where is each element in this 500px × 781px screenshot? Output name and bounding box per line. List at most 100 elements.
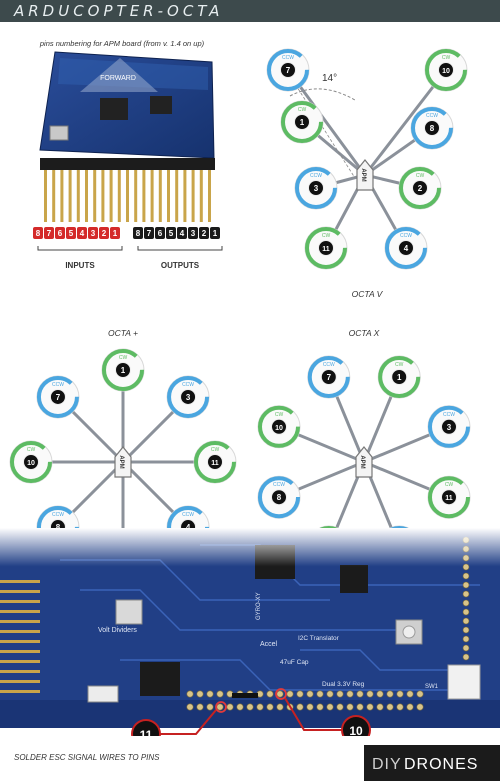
motor-2: 2CW (398, 166, 442, 210)
pin-number: 8 (36, 229, 41, 238)
motor-direction: CW (322, 233, 331, 239)
octa-plus-title: OCTA + (108, 328, 138, 338)
header-pin (109, 170, 113, 222)
frame-arm (286, 68, 367, 177)
octa-v-title: OCTA V (352, 289, 384, 299)
pcb-pad (186, 690, 194, 698)
pcb-pad (356, 703, 364, 711)
motor-hub (320, 369, 337, 386)
pin-number: 6 (158, 229, 163, 238)
pcb-pad (206, 703, 214, 711)
header-pins (44, 170, 211, 222)
pcb-pad (286, 690, 294, 698)
motor-1: 1CW (280, 100, 324, 144)
motor-hub (398, 240, 414, 256)
pin-number: 1 (113, 229, 118, 238)
pcb-pad (206, 690, 214, 698)
motor-number: 3 (447, 423, 452, 432)
pcb-pad (336, 703, 344, 711)
apm-center-label: APM (118, 455, 124, 468)
cw-rotation-ring (258, 405, 301, 448)
chip-icon (150, 96, 172, 114)
cw-rotation-ring (305, 227, 347, 269)
angle-label: 14° (322, 73, 337, 84)
pcb-pad (216, 703, 224, 711)
pin-number-badge (110, 227, 120, 239)
ccw-rotation-ring (167, 375, 210, 418)
chip-icon (100, 98, 128, 120)
pin-number-badge (155, 227, 165, 239)
side-header-pin (0, 660, 40, 663)
pin-number: 5 (169, 229, 174, 238)
pcb-pad (316, 690, 324, 698)
motor-direction: CW (211, 447, 220, 453)
switch-icon (87, 685, 119, 703)
pin-number-badge (210, 227, 220, 239)
chip-icon (140, 662, 180, 696)
motor-hub (412, 180, 428, 196)
side-header-pin (0, 670, 40, 673)
cw-rotation-ring (281, 101, 323, 143)
cw-rotation-ring (102, 349, 144, 391)
pcb-pad (266, 703, 274, 711)
pin-number-badge (199, 227, 209, 239)
pin-group-brackets (37, 246, 223, 251)
motor-hub (115, 362, 131, 378)
motor-number: 8 (430, 124, 435, 133)
motor-hub (438, 62, 454, 78)
ccw-rotation-ring (267, 49, 309, 91)
cw-rotation-ring (427, 476, 470, 519)
header-pin (208, 170, 211, 222)
motor-number: 1 (397, 373, 402, 382)
motor-number: 10 (27, 460, 35, 467)
motor-direction: CW (416, 173, 425, 179)
motor-number: 11 (445, 495, 453, 502)
pcb-pad (396, 690, 404, 698)
pin-number: 7 (147, 229, 152, 238)
frame-arm (363, 68, 448, 177)
ccw-rotation-ring (307, 356, 350, 399)
pcb-pad (346, 690, 354, 698)
header-pin (117, 170, 121, 222)
pin-number: 2 (202, 229, 207, 238)
forward-arrow-icon (80, 58, 158, 92)
header-pin (199, 170, 203, 222)
fade-overlay (0, 528, 500, 638)
page-title: ARDUCOPTER-OCTA (14, 2, 224, 20)
inputs-label: INPUTS (65, 261, 95, 270)
side-header-pin (0, 690, 40, 693)
ccw-rotation-ring (36, 375, 79, 418)
header-pin (183, 170, 187, 222)
pin-number-badge (133, 227, 143, 239)
header-pin (175, 170, 179, 222)
ccw-rotation-ring (427, 405, 470, 448)
octa-x-frame: APM (277, 375, 451, 549)
motor-direction: CW (27, 447, 36, 453)
header-pin (44, 170, 47, 222)
pcb-pad (276, 690, 284, 698)
motor-direction: CCW (52, 382, 64, 388)
motor-number: 8 (277, 493, 282, 502)
pcb-pad (406, 690, 414, 698)
motor-hub (391, 369, 408, 386)
pcb-pad (296, 690, 304, 698)
motor-direction: CCW (52, 512, 64, 518)
motor-direction: CW (298, 107, 307, 113)
motor-number: 7 (327, 373, 332, 382)
motor-hub (271, 489, 288, 506)
header-pin (191, 170, 195, 222)
pcb-pad (356, 690, 364, 698)
header-pin (158, 170, 162, 222)
header-pin (101, 170, 105, 222)
pcb-pad (376, 703, 384, 711)
header-pin (167, 170, 170, 222)
header-pin (142, 170, 146, 222)
connector-icon (447, 664, 481, 700)
